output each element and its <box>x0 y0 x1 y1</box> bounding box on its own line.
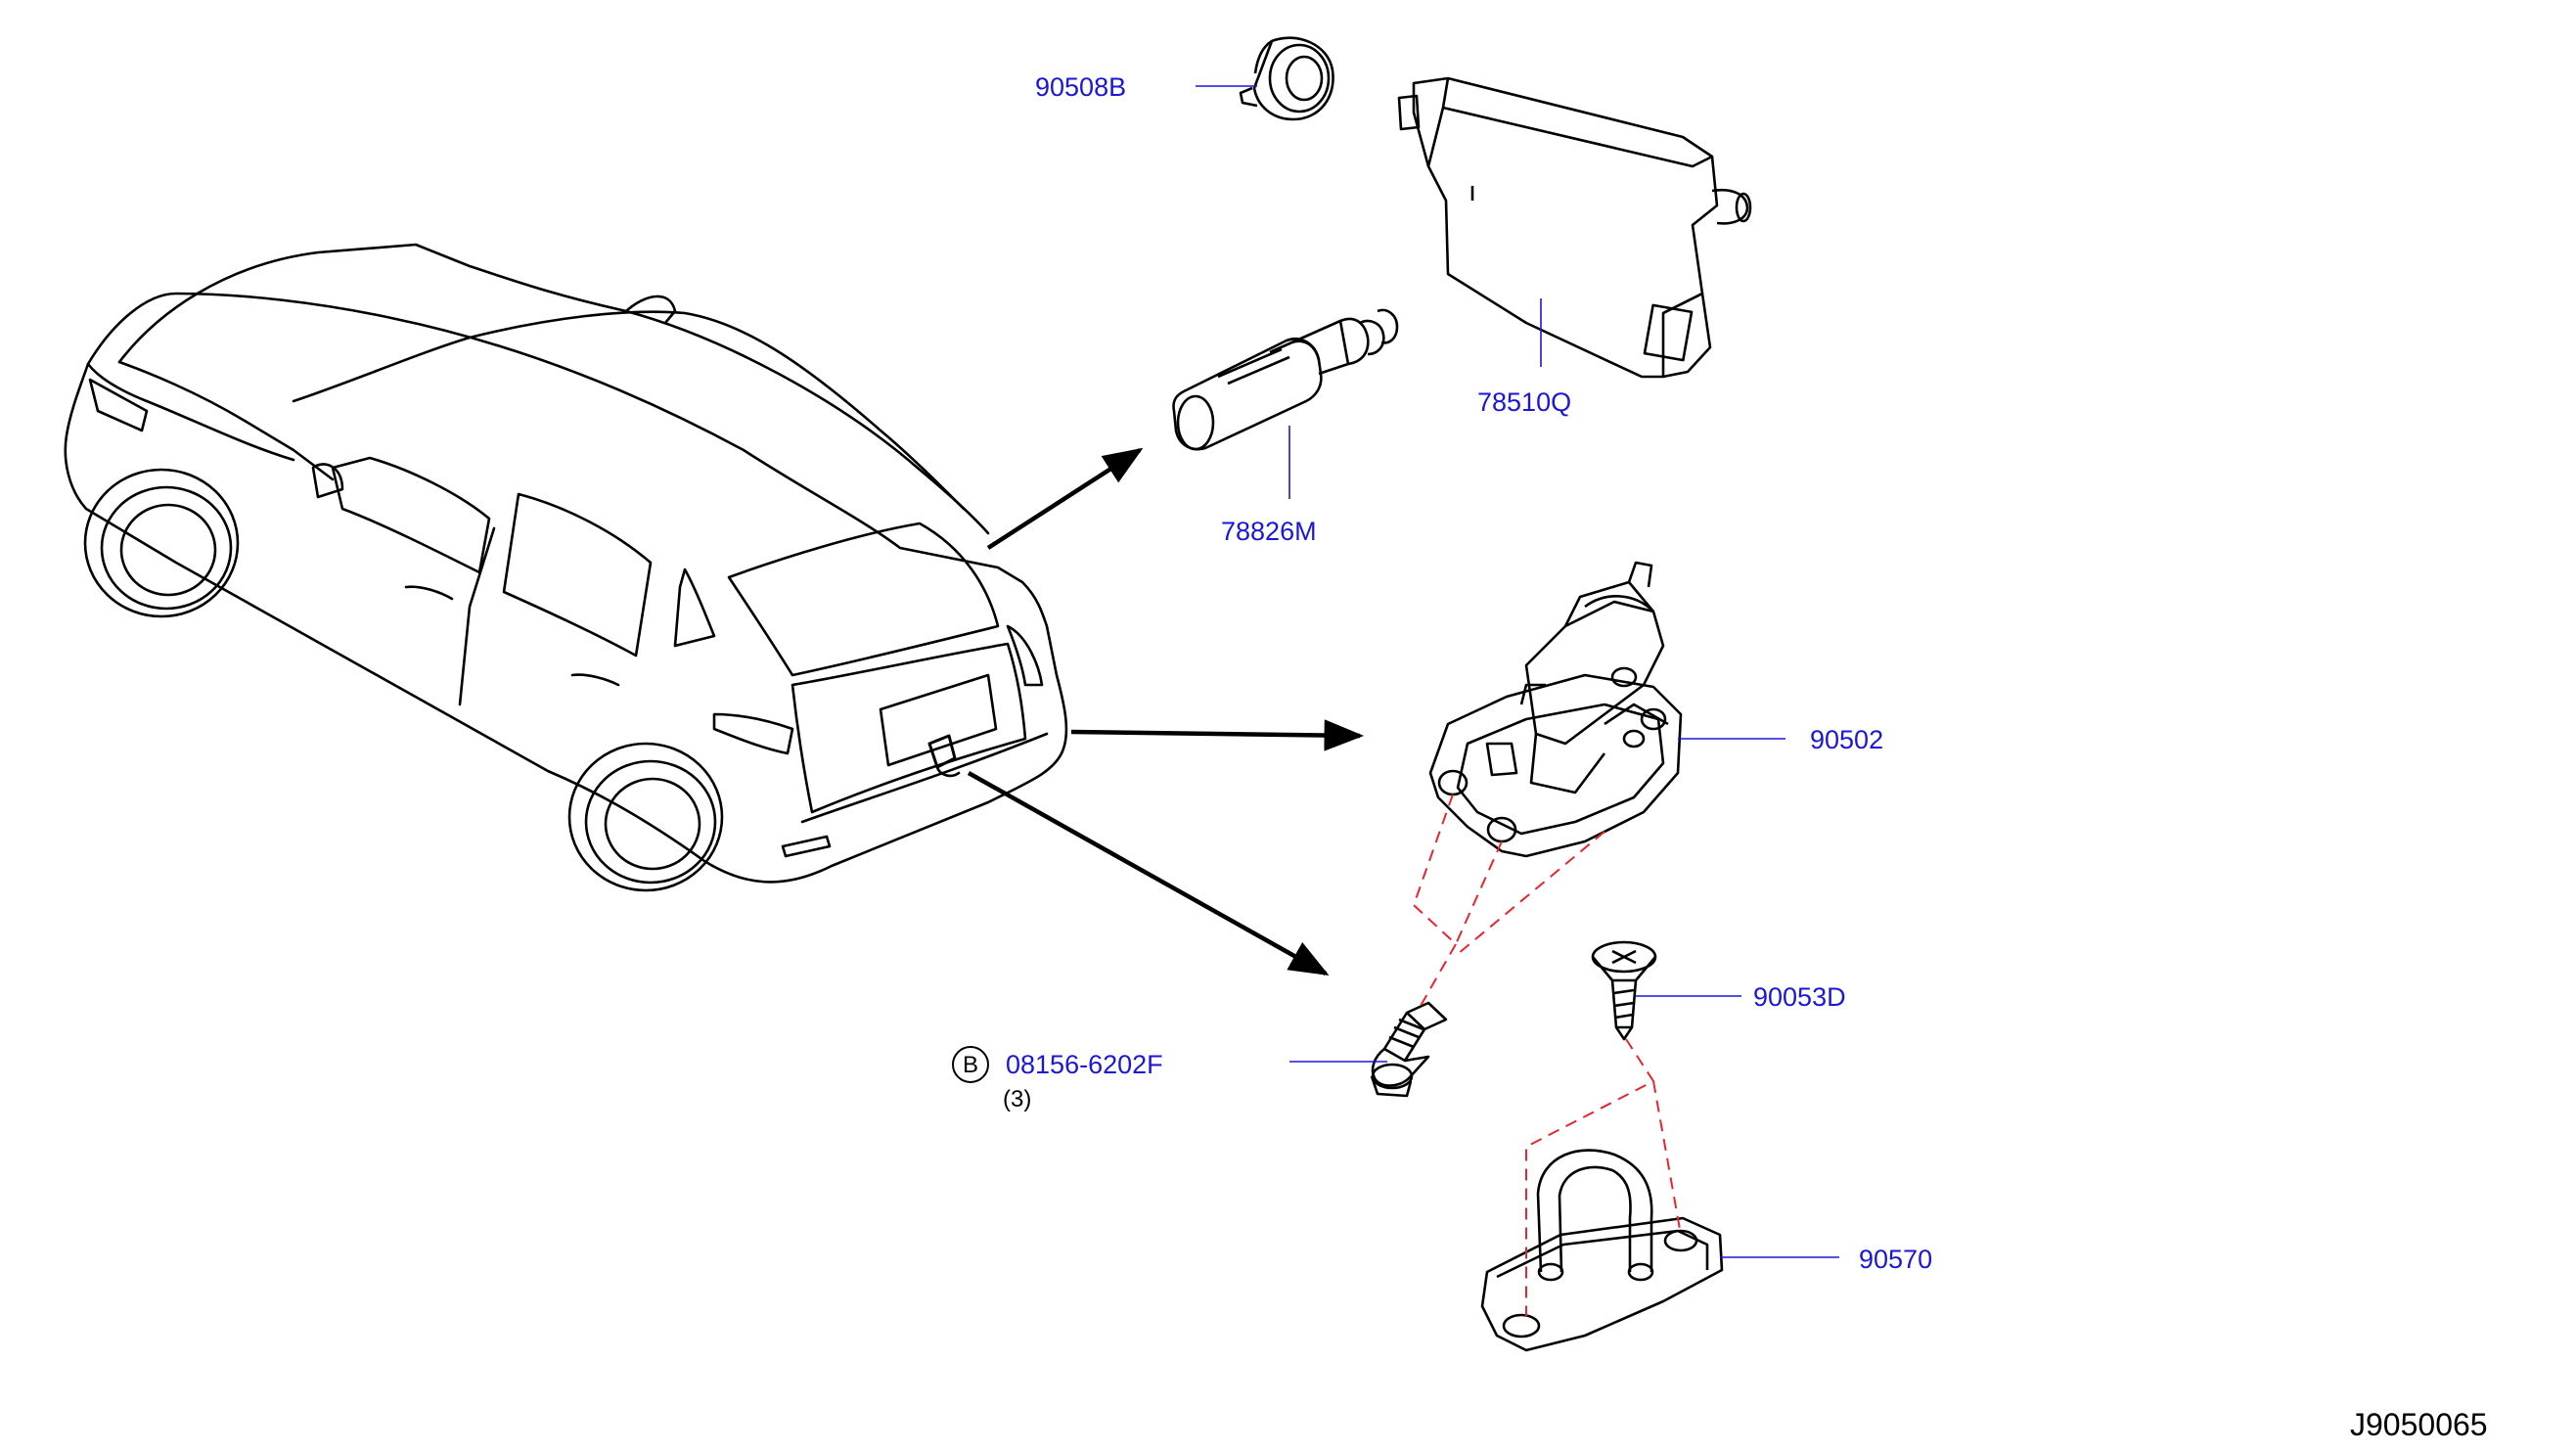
side-window-rear <box>502 492 653 658</box>
part-label-08156-6202F: 08156-6202F <box>1006 1050 1163 1079</box>
tailgate-latch-marker <box>927 734 957 769</box>
front-rim <box>119 503 217 597</box>
install-line-bolt-to-latch-b <box>1455 840 1503 945</box>
install-line-bolt-to-latch-c <box>1457 831 1605 955</box>
part-label-90570: 90570 <box>1859 1245 1933 1274</box>
install-line-bolt-vertical <box>1420 943 1457 1007</box>
part-90502-drawing <box>1428 561 1683 858</box>
part-label-78510Q: 78510Q <box>1477 387 1572 417</box>
mirror <box>311 463 344 499</box>
part-label-90508B: 90508B <box>1035 72 1127 102</box>
rear-wheel-arch <box>567 742 724 892</box>
door-split-line <box>458 526 496 706</box>
rear-tire <box>584 759 717 885</box>
front-wheel-arch <box>83 468 240 618</box>
vehicle-illustration <box>64 243 1068 892</box>
install-line-screw-to-striker-a <box>1525 1038 1655 1316</box>
arrow-to-90502 <box>1070 719 1365 751</box>
arrow-to-78826M <box>986 447 1144 550</box>
leader-lines <box>1196 85 1839 1258</box>
license-plate-recess <box>879 673 998 767</box>
part-78826M-drawing <box>1172 308 1399 451</box>
quantity-label: (3) <box>1003 1086 1032 1112</box>
door-handle-rear <box>570 673 620 687</box>
tail-light-left <box>712 712 794 755</box>
install-line-screw-to-striker-b <box>1652 1080 1682 1236</box>
install-line-bolt-to-latch-a <box>1412 794 1454 942</box>
part-08156-6202F-drawing <box>1370 1001 1448 1098</box>
drawing-code: J9050065 <box>2350 1407 2488 1442</box>
tail-light-right <box>1006 624 1044 687</box>
part-label-90053D: 90053D <box>1753 982 1846 1012</box>
car-windshield <box>117 360 335 481</box>
installation-lines <box>1412 794 1682 1316</box>
part-90053D-drawing <box>1591 940 1657 1041</box>
part-90570-drawing <box>1480 1149 1724 1352</box>
door-handle-front <box>404 585 454 601</box>
side-window-front <box>331 456 491 574</box>
bumper-reflector <box>781 835 832 858</box>
car-roof-panel <box>292 310 966 511</box>
roof-spoiler <box>624 295 677 325</box>
car-hood <box>86 362 295 462</box>
rear-rim <box>604 777 701 871</box>
car-roof <box>117 243 990 535</box>
tailgate-panel <box>791 642 1027 814</box>
part-label-90502: 90502 <box>1810 725 1884 754</box>
part-90508B-drawing <box>1239 36 1334 121</box>
ref-letter-circle: B <box>952 1046 989 1083</box>
car-body-outline <box>64 292 1068 884</box>
rear-window <box>727 522 1000 677</box>
rear-bumper <box>800 732 1049 824</box>
front-tire <box>100 485 233 611</box>
car-headlight <box>88 378 149 432</box>
callout-arrows <box>967 447 1365 976</box>
part-label-78826M: 78826M <box>1221 517 1317 546</box>
arrow-to-08156-6202F <box>967 771 1330 976</box>
side-window-quarter <box>673 567 716 648</box>
part-78510Q-drawing <box>1397 76 1752 379</box>
